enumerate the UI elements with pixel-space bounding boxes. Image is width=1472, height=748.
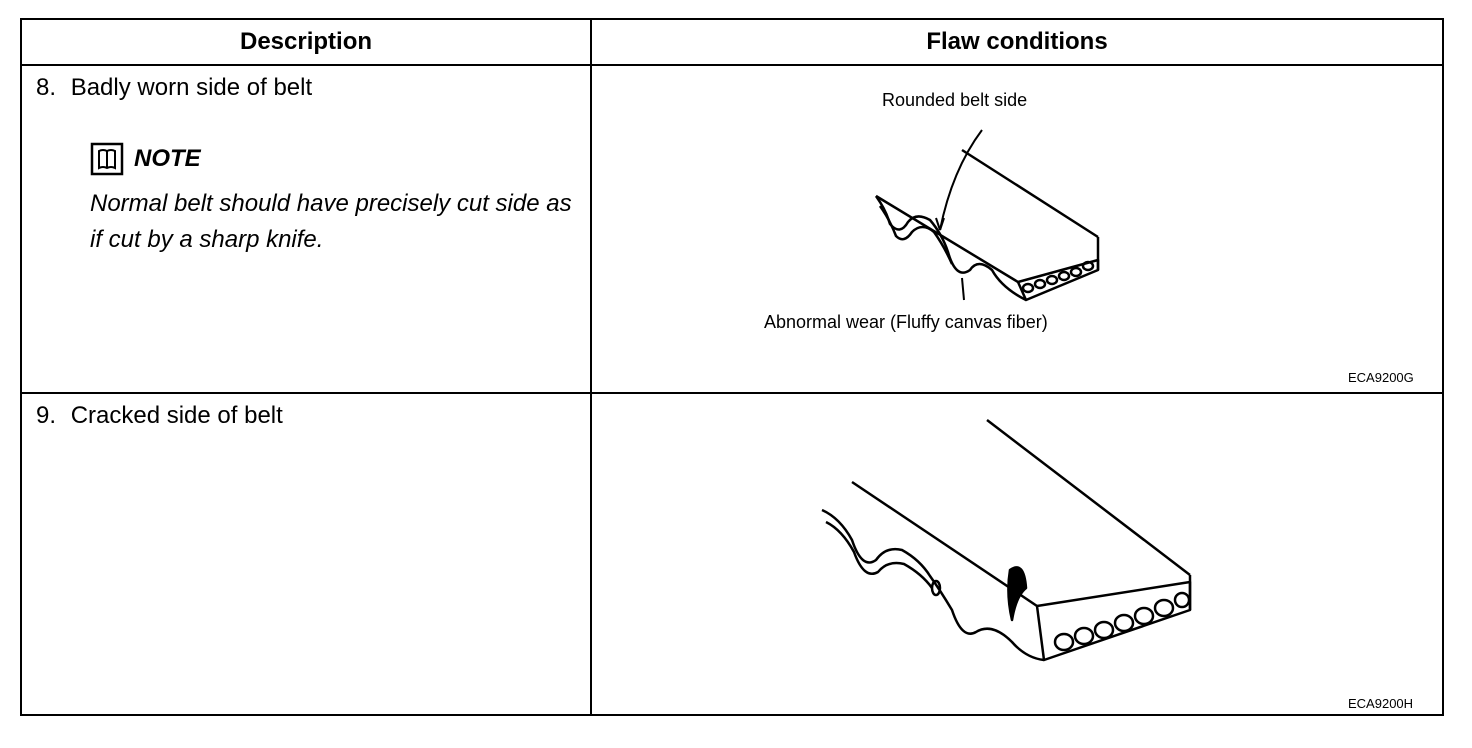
book-icon — [90, 142, 124, 176]
flaw-table: Description Flaw conditions 8. Badly wor… — [20, 18, 1444, 716]
figure-code-8: ECA9200G — [1348, 370, 1414, 385]
note-label: NOTE — [134, 145, 201, 172]
cracked-belt-figure — [821, 419, 1192, 662]
header-divider — [22, 64, 1442, 66]
label-rounded-belt-side: Rounded belt side — [882, 90, 1028, 110]
figure-code-9: ECA9200H — [1348, 696, 1414, 711]
row-divider — [22, 392, 1442, 394]
row-9-title: 9. Cracked side of belt — [36, 402, 283, 430]
header-flaw-conditions: Flaw conditions — [926, 28, 1108, 55]
row-8-title-text: Badly worn side of belt — [70, 74, 313, 101]
row-8-title: 8. Badly worn side of belt — [36, 74, 312, 102]
column-divider — [590, 20, 592, 714]
label-abnormal-wear: Abnormal wear (Fluffy canvas fiber) — [764, 312, 1048, 332]
header-description: Description — [239, 28, 373, 55]
note-heading: NOTE — [90, 142, 201, 176]
note-text: Normal belt should have precisely cut si… — [90, 190, 572, 253]
row-9-title-text: Cracked side of belt — [70, 402, 283, 429]
row-9-number: 9. — [36, 402, 57, 429]
row-8-number: 8. — [36, 74, 57, 101]
worn-belt-figure — [874, 129, 1100, 302]
